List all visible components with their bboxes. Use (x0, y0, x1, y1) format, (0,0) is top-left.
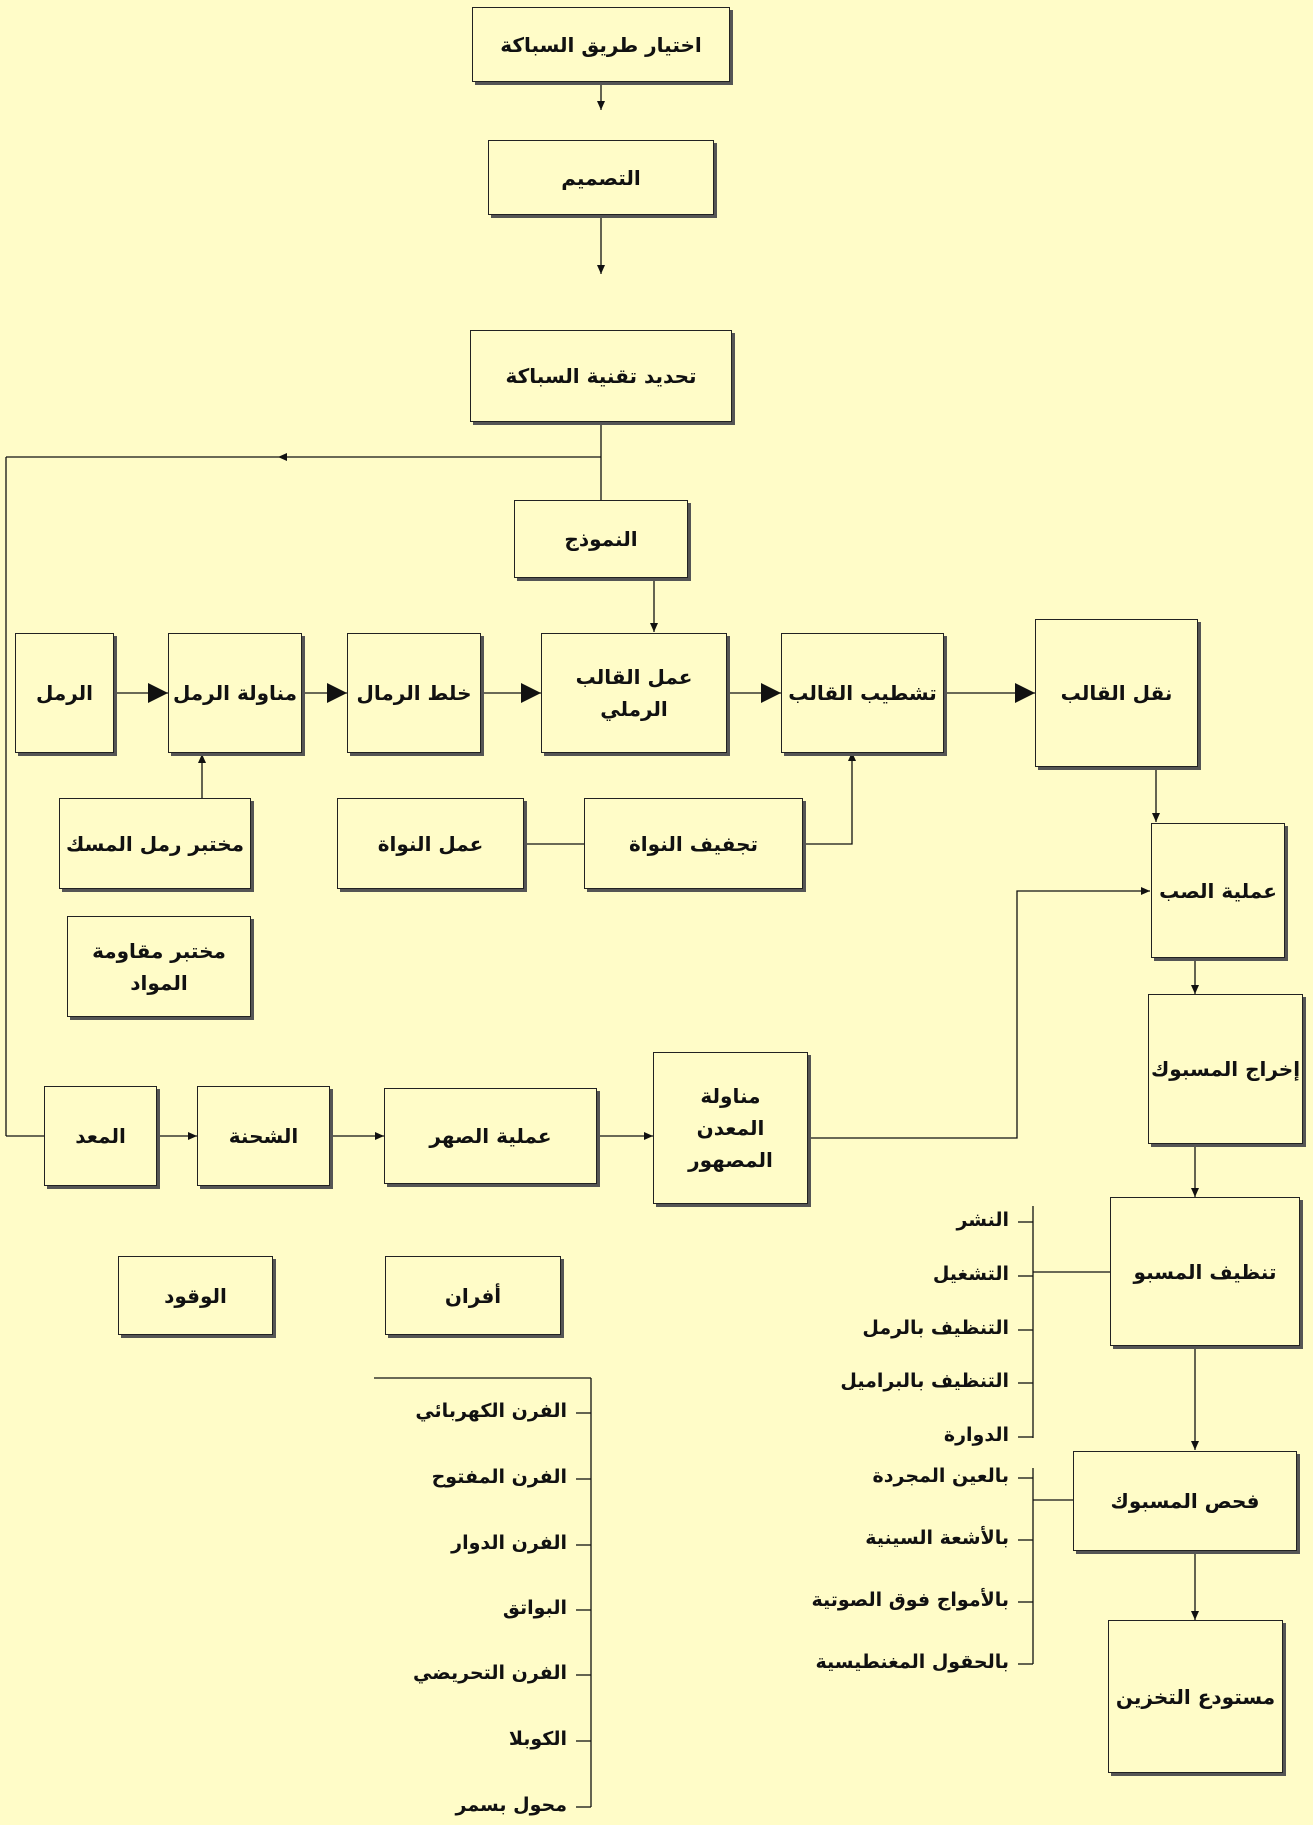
sand-box: الرمل (15, 633, 114, 753)
storage-box: مستودع التخزين (1108, 1620, 1283, 1773)
furnace-type-label: الفرن المفتوح (431, 1466, 567, 1488)
cleaning-method-label: التشغيل (932, 1263, 1009, 1285)
casting-inspection-box: فحص المسبوك (1073, 1451, 1297, 1551)
furnace-type-label: الكوبلا (508, 1728, 567, 1750)
fuel-box: الوقود (118, 1256, 273, 1335)
mold-transport-box: نقل القالب (1035, 619, 1198, 767)
materials-lab-box: مختبر مقاومة المواد (67, 916, 251, 1017)
charge-box: الشحنة (197, 1086, 330, 1186)
inspection-method-label: بالحقول المغنطيسية (815, 1651, 1009, 1673)
inspection-method-label: بالعين المجردة (872, 1465, 1009, 1487)
casting-cleaning-box: تنظيف المسبو (1110, 1197, 1300, 1346)
cleaning-method-label: الدوارة (943, 1424, 1009, 1446)
sand-mixing-box: خلط الرمال (347, 633, 481, 753)
melting-box: عملية الصهر (384, 1088, 597, 1184)
casting-technique-box: تحديد تقنية السباكة (470, 330, 732, 422)
cleaning-method-label: التنظيف بالرمل (862, 1317, 1009, 1339)
shakeout-box: إخراج المسبوك (1148, 994, 1303, 1144)
cleaning-method-label: التنظيف بالبراميل (840, 1370, 1009, 1392)
cleaning-method-label: النشر (956, 1209, 1009, 1231)
pouring-box: عملية الصب (1151, 823, 1285, 958)
sand-lab-box: مختبر رمل المسك (59, 798, 251, 889)
pattern-box: النموذج (514, 500, 688, 578)
furnace-type-label: الفرن الكهربائي (415, 1400, 567, 1422)
mold-finishing-box: تشطيب القالب (781, 633, 944, 753)
sand-handling-box: مناولة الرمل (168, 633, 302, 753)
furnace-type-label: محول بسمر (455, 1794, 568, 1816)
inspection-method-label: بالأمواج فوق الصوتية (811, 1589, 1009, 1611)
furnace-type-label: الفرن الدوار (451, 1532, 567, 1554)
furnace-type-label: الفرن التحريضي (413, 1662, 567, 1684)
molten-metal-handling-box: مناولة المعدن المصهور (653, 1052, 808, 1204)
metal-box: المعد (44, 1086, 157, 1186)
core-drying-box: تجفيف النواة (584, 798, 803, 889)
design-box: التصميم (488, 140, 714, 215)
furnace-type-label: البواتق (502, 1597, 567, 1619)
sand-mold-box: عمل القالب الرملي (541, 633, 727, 753)
furnaces-box: أفران (385, 1256, 561, 1335)
choose-casting-method-box: اختيار طريق السباكة (472, 7, 730, 82)
inspection-method-label: بالأشعة السينية (865, 1527, 1009, 1549)
core-making-box: عمل النواة (337, 798, 524, 889)
